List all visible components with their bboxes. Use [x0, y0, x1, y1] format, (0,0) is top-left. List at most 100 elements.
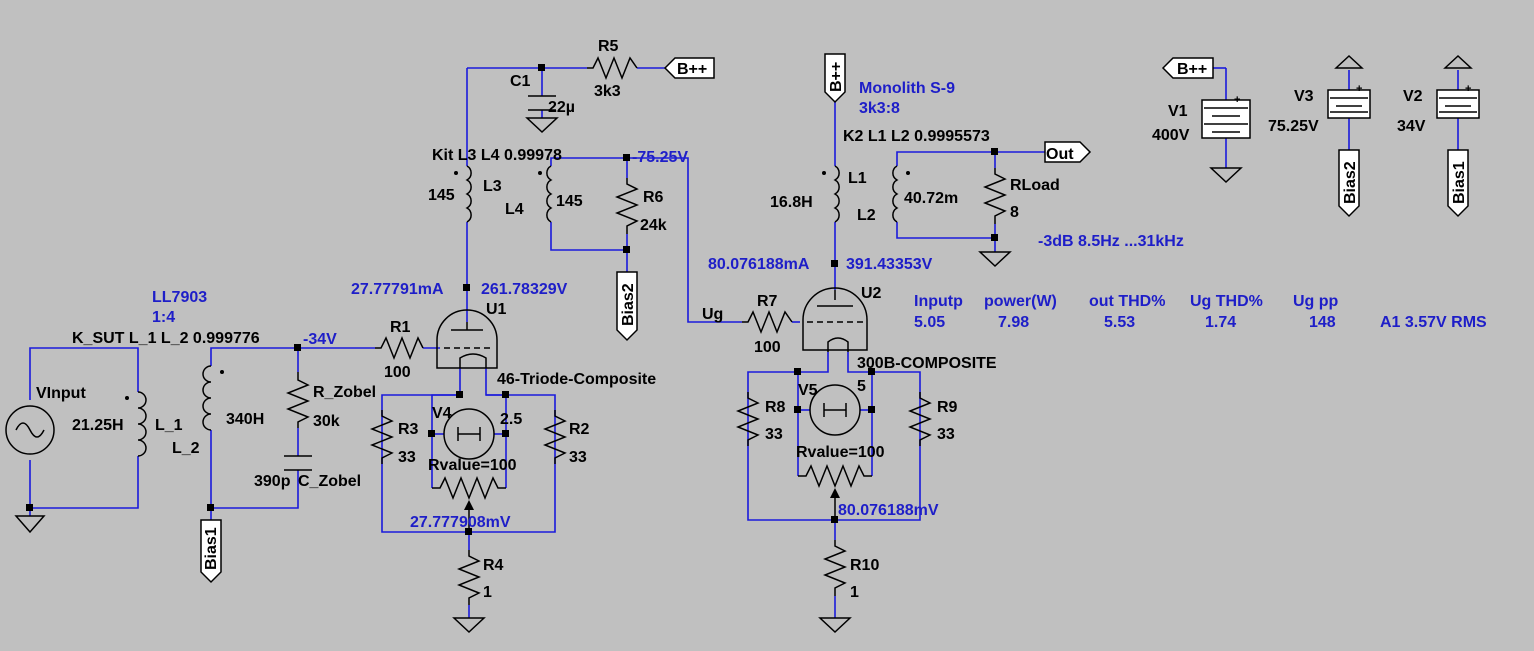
label-out: Out: [1046, 146, 1074, 163]
label-k2: K2 L1 L2 0.9995573: [843, 128, 990, 145]
battery-v3[interactable]: [1327, 89, 1371, 119]
label-bias1-b: Bias1: [1451, 161, 1468, 204]
result-header-0: Inputp: [914, 293, 963, 310]
label-u1-current: 27.77791mA: [351, 281, 444, 298]
result-value-4: 148: [1309, 314, 1336, 331]
label-r5: R5: [598, 38, 619, 55]
label-u2-model: 300B-COMPOSITE: [857, 355, 997, 372]
label-u1-model: 46-Triode-Composite: [497, 371, 656, 388]
label-l4-val: 145: [556, 193, 583, 210]
label-bias2-a: Bias2: [620, 283, 637, 326]
label-rzobel-val: 30k: [313, 413, 340, 430]
label-vinput: VInput: [36, 385, 86, 402]
label-u2-fil-v: 80.076188mV: [838, 502, 939, 519]
label-ratio-out: 3k3:8: [859, 100, 900, 117]
label-vinput-l: 21.25H: [72, 417, 124, 434]
label-l1: L_1: [155, 417, 183, 434]
label-r9-val: 33: [937, 426, 955, 443]
label-l4: L4: [505, 201, 524, 218]
label-r6: R6: [643, 189, 664, 206]
label-r3-val: 33: [398, 449, 416, 466]
label-r1: R1: [390, 319, 411, 336]
tube-u2[interactable]: [802, 287, 868, 352]
label-r10: R10: [850, 557, 879, 574]
label-rload-val: 8: [1010, 204, 1019, 221]
labels: VInput 21.25H L_1 L_2 340H K_SUT L_1 L_2…: [36, 38, 1487, 601]
label-l1o: L1: [848, 170, 867, 187]
ground-symbols: [14, 117, 1243, 634]
label-v5: V5: [798, 382, 818, 399]
label-v3: V3: [1294, 88, 1314, 105]
label-bias2-b: Bias2: [1342, 161, 1359, 204]
label-l2: L_2: [172, 440, 200, 457]
capacitors[interactable]: [284, 95, 556, 471]
label-r4: R4: [483, 557, 504, 574]
label-v4-val: 2.5: [500, 411, 522, 428]
label-r9: R9: [937, 399, 958, 416]
label-monolith: Monolith S-9: [859, 80, 955, 97]
label-bias1-a: Bias1: [203, 527, 220, 570]
label-ksut: K_SUT L_1 L_2 0.999776: [72, 330, 260, 347]
label-v5-r: Rvalue=100: [796, 444, 885, 461]
tube-u1[interactable]: [436, 309, 498, 369]
label-l2o-val: 40.72m: [904, 190, 958, 207]
label-rzobel: R_Zobel: [313, 384, 376, 401]
label-node-neg75: -75.25V: [632, 149, 688, 166]
label-l2-val: 340H: [226, 411, 264, 428]
resistors[interactable]: [285, 55, 1008, 605]
label-bandwidth: -3dB 8.5Hz ...31kHz: [1038, 233, 1184, 250]
label-v2-plus: +: [1465, 83, 1471, 95]
label-r4-val: 1: [483, 584, 492, 601]
label-v3-plus: +: [1356, 83, 1362, 95]
label-r1-val: 100: [384, 364, 411, 381]
label-r2-val: 33: [569, 449, 587, 466]
result-value-0: 5.05: [914, 314, 945, 331]
label-v5-val: 5: [857, 378, 866, 395]
label-v2-val: 34V: [1397, 118, 1426, 135]
result-value-2: 5.53: [1104, 314, 1135, 331]
net-flags[interactable]: [200, 53, 1469, 584]
label-v4-r: Rvalue=100: [428, 457, 517, 474]
label-r3: R3: [398, 421, 419, 438]
label-rload: RLoad: [1010, 177, 1060, 194]
battery-v1[interactable]: [1201, 99, 1251, 139]
label-v2: V2: [1403, 88, 1423, 105]
label-kit: Kit L3 L4 0.99978: [432, 147, 562, 164]
label-r7: R7: [757, 293, 778, 310]
label-r10-val: 1: [850, 584, 859, 601]
heater-source-v4[interactable]: [443, 408, 495, 460]
input-transformer-coils[interactable]: [125, 365, 224, 457]
result-header-4: Ug pp: [1293, 293, 1339, 310]
battery-v2[interactable]: [1436, 89, 1480, 119]
label-l3: L3: [483, 178, 502, 195]
label-r2: R2: [569, 421, 590, 438]
label-bpp-3: B++: [1177, 61, 1207, 78]
output-transformer-coils[interactable]: [822, 165, 910, 223]
label-u1: U1: [486, 301, 507, 318]
result-a1: A1 3.57V RMS: [1380, 314, 1487, 331]
heater-source-v5[interactable]: [809, 384, 861, 436]
supply-arrows: [1334, 54, 1473, 69]
label-bpp-2: B++: [828, 62, 845, 92]
label-v1-plus: +: [1234, 94, 1240, 106]
label-ug: Ug: [702, 306, 723, 323]
label-ratio-in: 1:4: [152, 309, 175, 326]
label-r8: R8: [765, 399, 786, 416]
result-value-3: 1.74: [1205, 314, 1236, 331]
result-header-1: power(W): [984, 293, 1057, 310]
label-c1: C1: [510, 73, 531, 90]
label-u1-plate-v: 261.78329V: [481, 281, 568, 298]
label-r8-val: 33: [765, 426, 783, 443]
vinput-source[interactable]: [5, 405, 55, 455]
interstage-transformer-coils[interactable]: [454, 165, 553, 223]
label-c1-val: 22µ: [548, 99, 575, 116]
label-v3-val: 75.25V: [1268, 118, 1319, 135]
label-czobel-val: 390p: [254, 473, 291, 490]
label-node-neg34: -34V: [303, 331, 337, 348]
label-u2: U2: [861, 285, 882, 302]
label-v1-val: 400V: [1152, 127, 1190, 144]
label-l2o: L2: [857, 207, 876, 224]
label-u1-fil-v: 27.777908mV: [410, 514, 511, 531]
label-r7-val: 100: [754, 339, 781, 356]
